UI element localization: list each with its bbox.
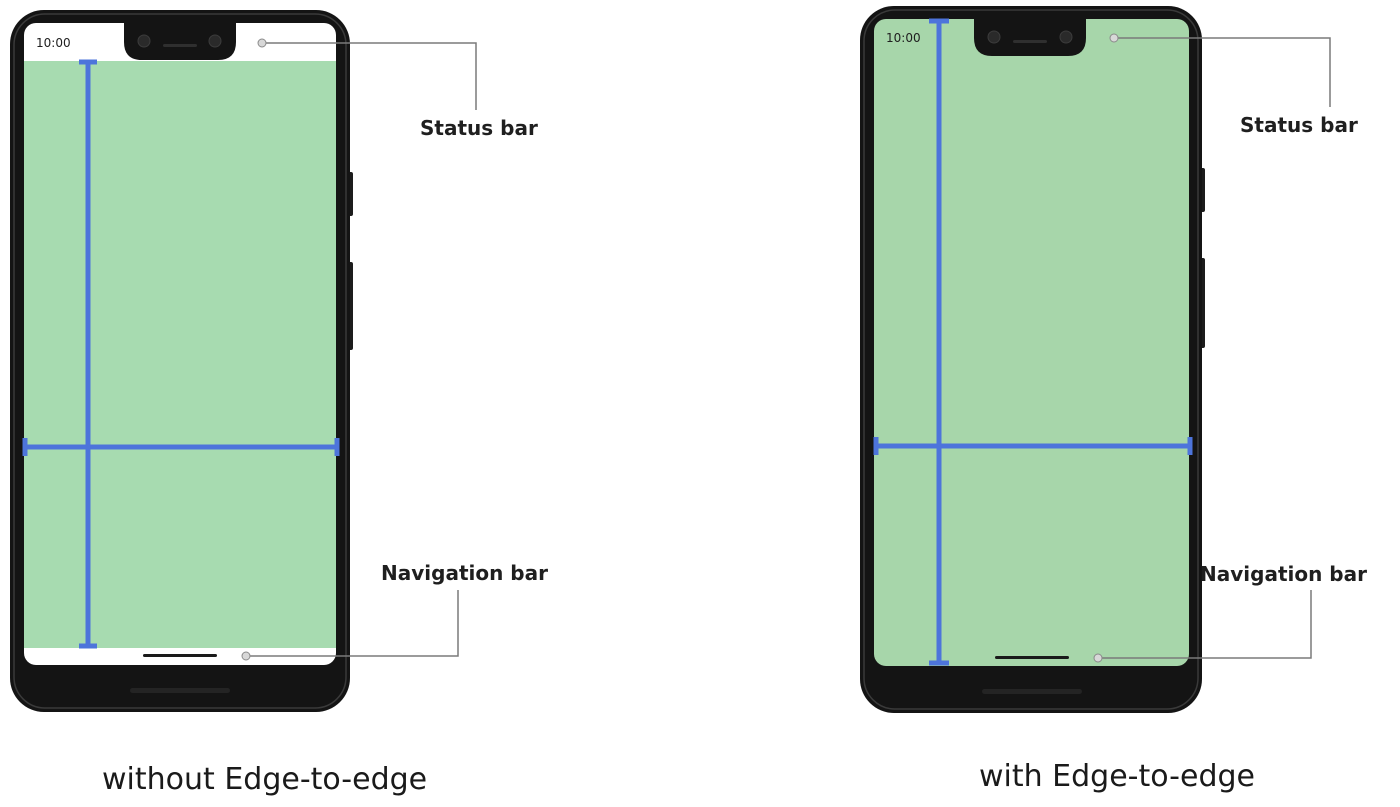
left-phone — [10, 10, 477, 712]
left-phone-front-camera-right — [208, 34, 222, 48]
left-phone-bottom-speaker — [130, 688, 230, 693]
right-phone-front-camera-right — [1059, 30, 1073, 44]
right-status-bar-callout-dot — [1109, 33, 1119, 43]
left-phone-gesture-handle — [143, 654, 217, 657]
left-navigation-bar-label: Navigation bar — [381, 561, 548, 585]
right-status-bar-callout-line — [1114, 37, 1331, 107]
right-phone-frame-edge — [863, 9, 1199, 710]
right-phone-notch — [974, 16, 1086, 56]
left-status-bar-label: Status bar — [420, 116, 538, 140]
left-navigation-bar-callout-dot — [241, 651, 251, 661]
right-navigation-bar-callout-dot — [1093, 653, 1103, 663]
left-status-bar-time: 10:00 — [36, 36, 71, 50]
right-phone-measure-lines — [873, 18, 1193, 666]
right-phone-app-area — [874, 19, 1189, 666]
right-status-bar-label: Status bar — [1240, 113, 1358, 137]
right-caption: with Edge-to-edge — [979, 759, 1256, 794]
left-navigation-bar-callout-line — [246, 590, 459, 657]
left-status-bar-callout-dot — [257, 38, 267, 48]
right-phone-earpiece — [1013, 40, 1047, 43]
right-phone — [860, 6, 1331, 713]
left-caption: without Edge-to-edge — [102, 762, 428, 797]
right-phone-gesture-handle — [995, 656, 1069, 659]
left-phone-earpiece — [163, 44, 197, 47]
right-navigation-bar-callout-line — [1098, 590, 1312, 659]
left-phone-frame-edge — [13, 13, 347, 709]
right-navigation-bar-label: Navigation bar — [1200, 562, 1367, 586]
left-status-bar-callout-line — [262, 42, 477, 110]
left-phone-front-camera-left — [137, 34, 151, 48]
right-status-bar-time: 10:00 — [886, 31, 921, 45]
right-phone-bottom-speaker — [982, 689, 1082, 694]
left-phone-notch — [124, 20, 236, 60]
left-phone-measure-lines — [22, 59, 340, 649]
right-phone-front-camera-left — [987, 30, 1001, 44]
left-phone-app-area — [24, 61, 336, 648]
